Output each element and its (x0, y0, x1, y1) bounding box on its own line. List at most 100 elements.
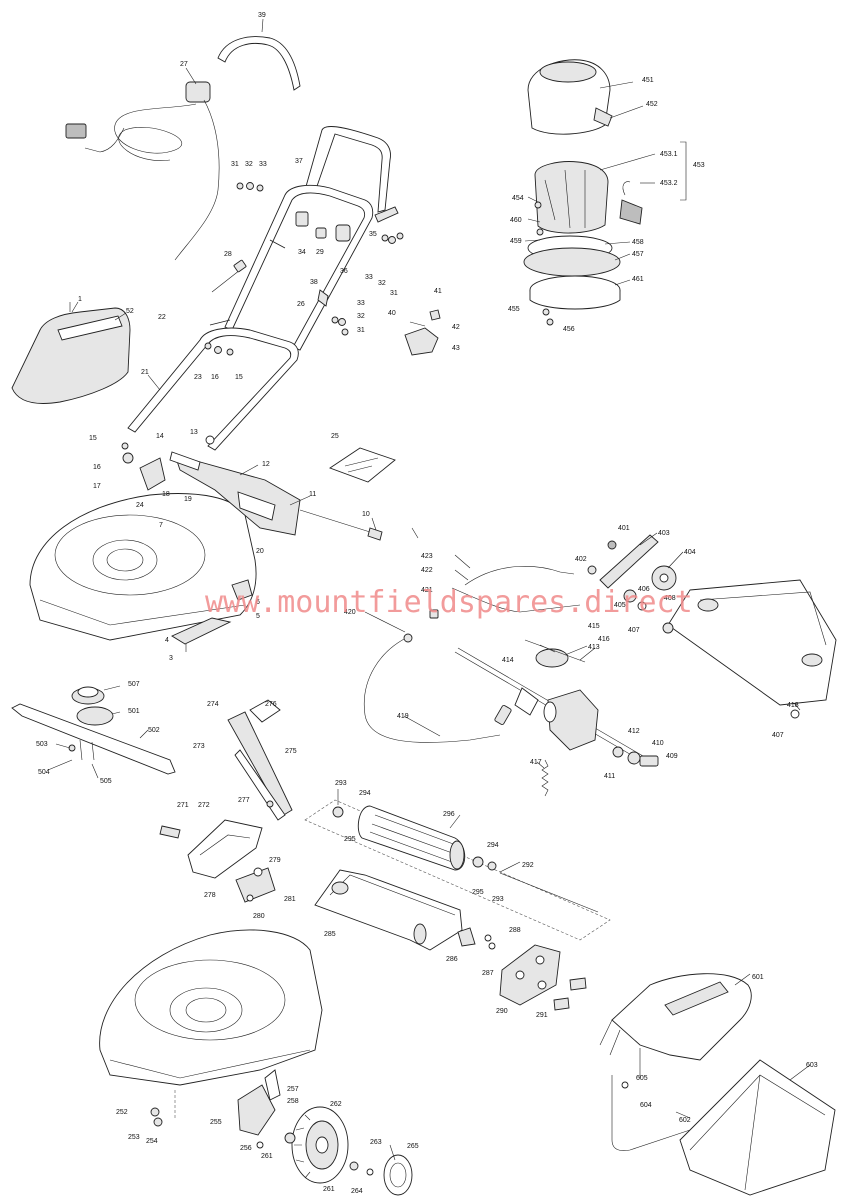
callout: 36 (340, 268, 348, 275)
grass-bag-lid (599, 973, 752, 1061)
callout: 290 (496, 1008, 508, 1015)
callout: 258 (287, 1098, 299, 1105)
callout: 294 (359, 790, 371, 797)
callout: 453.2 (660, 180, 678, 187)
motor-cover (527, 59, 613, 135)
callout: 16 (93, 464, 101, 471)
callout: 503 (36, 741, 48, 748)
callout: 261 (261, 1153, 273, 1160)
callout: 274 (207, 701, 219, 708)
callout: 38 (310, 279, 318, 286)
callout: 254 (146, 1138, 158, 1145)
callout: 460 (510, 217, 522, 224)
callout: 33 (365, 274, 373, 281)
callout: 39 (258, 12, 266, 19)
callout: 292 (522, 862, 534, 869)
callout: 461 (632, 276, 644, 283)
callout: 40 (388, 310, 396, 317)
callout: 43 (452, 345, 460, 352)
hub-cap (383, 1154, 413, 1196)
callout: 6 (256, 599, 260, 606)
callout: 16 (211, 374, 219, 381)
height-lever (227, 699, 293, 821)
motor-plate (523, 235, 621, 326)
blade-assembly (11, 686, 176, 775)
callout: 41 (434, 288, 442, 295)
callout: 402 (575, 556, 587, 563)
height-adjust-bracket (121, 435, 383, 541)
callout: 404 (684, 549, 696, 556)
callout: 504 (38, 769, 50, 776)
callout: 28 (224, 251, 232, 258)
callout: 12 (262, 461, 270, 468)
callout: 21 (141, 369, 149, 376)
callout: 295 (344, 836, 356, 843)
callout: 415 (588, 623, 600, 630)
callout: 19 (184, 496, 192, 503)
motor (534, 161, 643, 236)
motor-bracket (680, 141, 687, 201)
callout: 505 (100, 778, 112, 785)
callout: 275 (285, 748, 297, 755)
callout: 4 (165, 637, 169, 644)
callout: 453.1 (660, 151, 678, 158)
callout: 271 (177, 802, 189, 809)
roller-frame (314, 869, 496, 951)
axle-cover (159, 819, 263, 879)
callout: 253 (128, 1134, 140, 1141)
callout: 416 (598, 636, 610, 643)
callout: 291 (536, 1012, 548, 1019)
callout: 413 (588, 644, 600, 651)
callout: 13 (190, 429, 198, 436)
callout: 31 (357, 327, 365, 334)
callout: 37 (295, 158, 303, 165)
callout: 417 (530, 759, 542, 766)
callout: 280 (253, 913, 265, 920)
callout: 421 (421, 587, 433, 594)
callout: 17 (93, 483, 101, 490)
callout: 405 (614, 602, 626, 609)
callout: 255 (210, 1119, 222, 1126)
rear-wheel (284, 1106, 374, 1184)
handle-fixings (204, 182, 441, 356)
callout: 502 (148, 727, 160, 734)
callout: 33 (259, 161, 267, 168)
callout: 22 (158, 314, 166, 321)
callout: 452 (646, 101, 658, 108)
callout: 276 (265, 701, 277, 708)
callout: 604 (640, 1102, 652, 1109)
callout: 458 (632, 239, 644, 246)
callout: 407 (628, 627, 640, 634)
callout: 601 (752, 974, 764, 981)
callout: 32 (378, 280, 386, 287)
callout: 14 (156, 433, 164, 440)
callout: 295 (472, 889, 484, 896)
callout: 410 (652, 740, 664, 747)
callout: 277 (238, 797, 250, 804)
parts-bag (329, 447, 396, 483)
callout: 265 (407, 1143, 419, 1150)
upper-handle-bar (217, 36, 301, 91)
callout: 7 (159, 522, 163, 529)
drive-cable (363, 566, 581, 743)
callout: 257 (287, 1086, 299, 1093)
callout: 407 (772, 732, 784, 739)
callout: 602 (679, 1117, 691, 1124)
callout: 32 (245, 161, 253, 168)
callout: 454 (512, 195, 524, 202)
callout: 406 (638, 586, 650, 593)
callout: 24 (136, 502, 144, 509)
callout: 456 (563, 326, 575, 333)
callout: 287 (482, 970, 494, 977)
callout: 18 (162, 491, 170, 498)
callout: 25 (331, 433, 339, 440)
callout: 264 (351, 1188, 363, 1195)
callout: 10 (362, 511, 370, 518)
grass-bag (679, 1059, 836, 1196)
callout: 422 (421, 567, 433, 574)
grass-shield (171, 579, 253, 652)
callout: 3 (169, 655, 173, 662)
callout: 288 (509, 927, 521, 934)
callout: 286 (446, 956, 458, 963)
spring (541, 759, 549, 797)
